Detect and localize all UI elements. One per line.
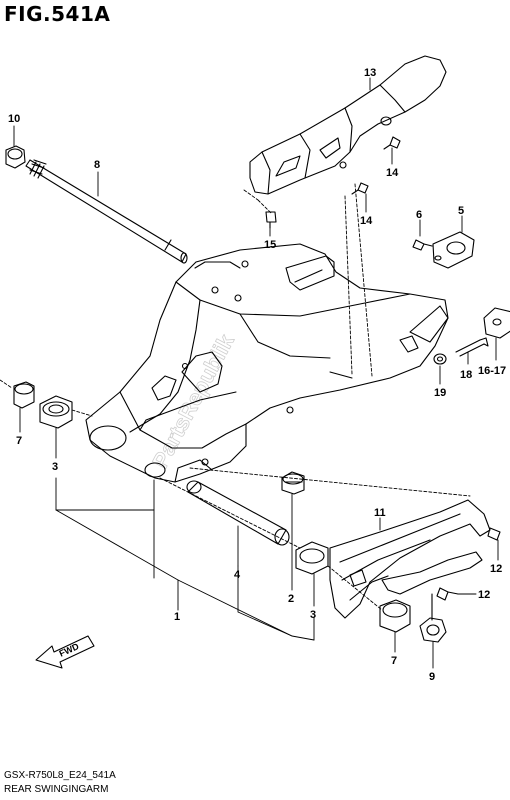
- callout-8: 8: [94, 159, 100, 171]
- fwd-label: FWD: [58, 641, 81, 659]
- callout-6: 6: [416, 209, 422, 221]
- callout-14-lower: 14: [360, 215, 373, 227]
- bolt-6: [412, 239, 433, 251]
- callout-12-right: 12: [490, 563, 502, 575]
- callout-7-lower: 7: [391, 655, 397, 667]
- callout-1: 1: [174, 611, 180, 623]
- callout-11: 11: [374, 507, 386, 519]
- callout-3-upper: 3: [52, 461, 58, 473]
- pivot-shaft-8: [25, 159, 188, 264]
- diagram-code: GSX-R750L8_E24_541A: [4, 770, 116, 781]
- bolt-14-lower: [351, 182, 369, 195]
- callout-12-lower: 12: [478, 589, 490, 601]
- spacer-tube-4: [186, 480, 290, 546]
- bushing-7-lower: [379, 599, 411, 633]
- watermark: PartsRepublik: [147, 329, 239, 472]
- fwd-arrow-icon: [35, 635, 95, 669]
- callout-16-17: 16-17: [478, 365, 506, 377]
- nut-9: [419, 593, 447, 643]
- diagram-name: REAR SWINGINGARM: [4, 784, 109, 795]
- needle-bearing-2: [281, 471, 305, 495]
- chain-guide-11: [329, 499, 491, 619]
- chain-cover-part: [249, 55, 447, 195]
- callout-15: 15: [264, 239, 276, 251]
- figure-title: FIG.541A: [4, 2, 111, 26]
- bushing-7-upper: [13, 381, 35, 409]
- leader-lines: [0, 77, 499, 669]
- bolt-12-right: [487, 527, 501, 541]
- washer-19: [433, 353, 447, 365]
- bolt-18: [455, 337, 489, 357]
- callout-3-lower: 3: [310, 609, 316, 621]
- callout-10: 10: [8, 113, 20, 125]
- callout-4: 4: [234, 569, 241, 581]
- nut-10: [5, 145, 26, 169]
- adjuster-plate-5: [432, 231, 475, 269]
- clip-15: [265, 211, 277, 229]
- swingarm-body-1: [85, 243, 449, 483]
- block-16-17: [483, 307, 510, 339]
- callout-18: 18: [460, 369, 472, 381]
- bolt-14-upper: [383, 136, 401, 150]
- callout-7-upper: 7: [16, 435, 22, 447]
- callout-13: 13: [364, 67, 376, 79]
- callout-14-upper: 14: [386, 167, 399, 179]
- callout-2: 2: [288, 593, 294, 605]
- callout-19: 19: [434, 387, 446, 399]
- bearing-3-upper: [39, 395, 73, 429]
- callout-5: 5: [458, 205, 464, 217]
- bolt-12-lower: [436, 587, 459, 601]
- bearing-3-lower: [295, 541, 329, 575]
- callout-9: 9: [429, 671, 435, 683]
